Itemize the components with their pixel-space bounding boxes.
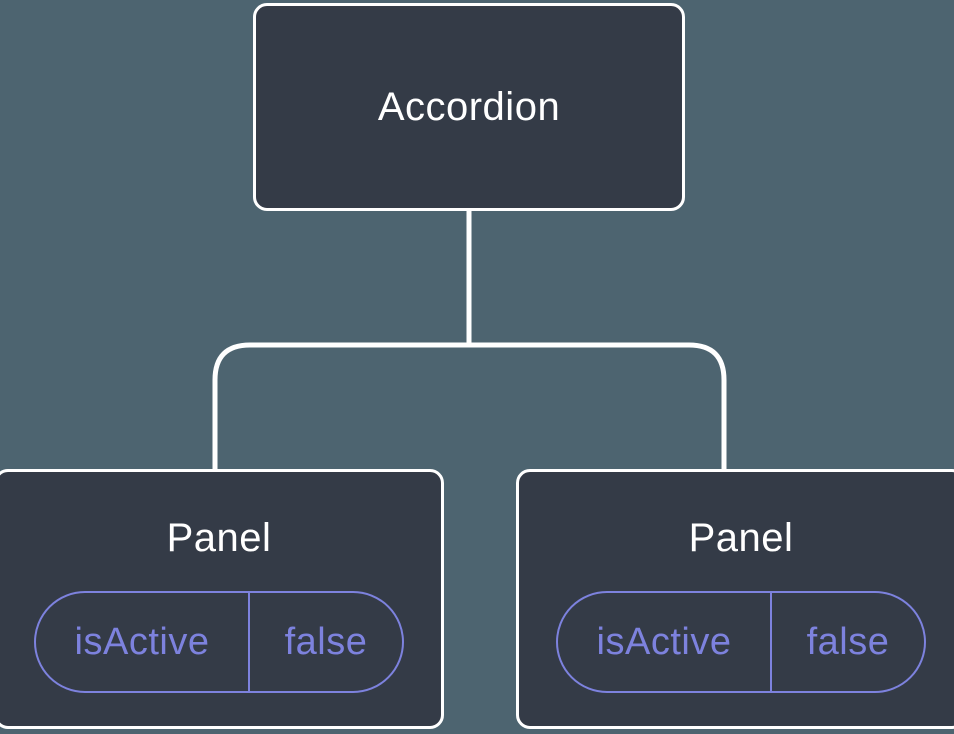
component-node-accordion: Accordion [253,3,685,211]
state-name-label: isActive [558,593,772,691]
state-value-label: false [806,620,890,663]
state-pill: isActive false [34,591,404,693]
connector-branch [212,342,727,471]
state-name-label: isActive [36,593,250,691]
component-label: Panel [166,516,272,560]
component-label: Accordion [377,84,561,129]
component-node-panel-left: Panel isActive false [0,469,444,729]
component-label: Panel [688,516,794,560]
component-node-panel-right: Panel isActive false [516,469,954,729]
state-pill: isActive false [556,591,926,693]
state-value-label: false [284,620,368,663]
